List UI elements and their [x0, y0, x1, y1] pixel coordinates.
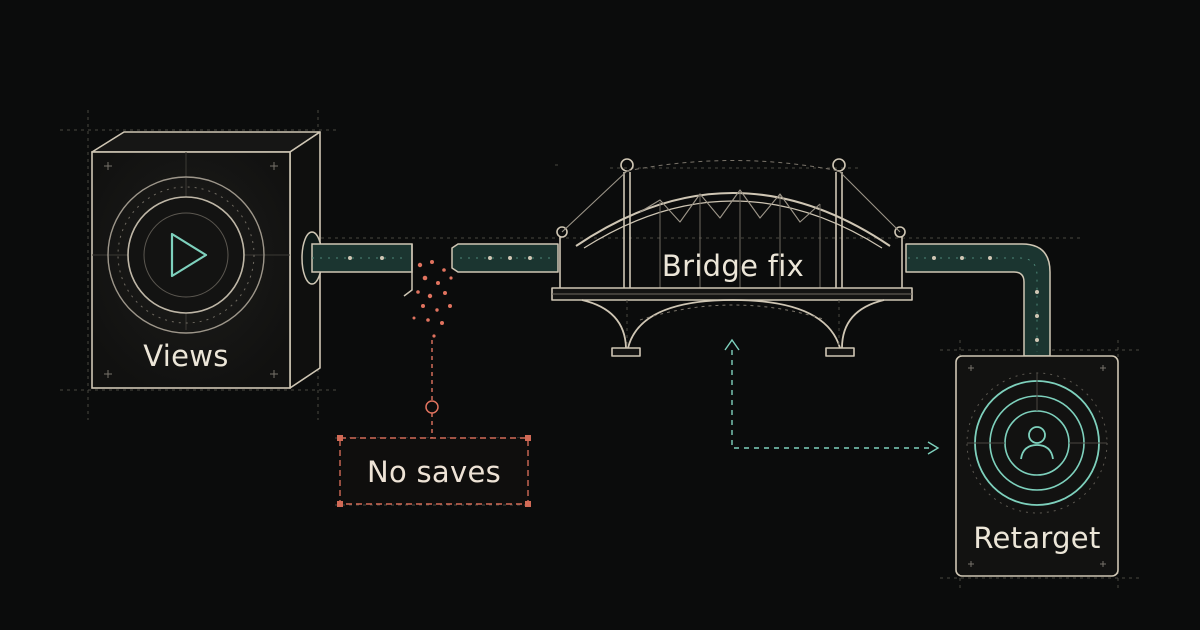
no-saves-label: No saves	[367, 455, 501, 489]
views-label: Views	[143, 339, 228, 373]
play-icon	[170, 232, 208, 278]
pipe-segment-2	[451, 243, 559, 273]
user-target-icon	[966, 372, 1108, 514]
no-saves-callout: No saves	[337, 340, 531, 507]
pipe-segment-3	[905, 243, 1051, 357]
leak-particles-icon	[412, 260, 453, 338]
bridge-fix-label: Bridge fix	[662, 249, 804, 283]
retarget-label: Retarget	[973, 521, 1100, 555]
feedback-arrow	[724, 338, 940, 455]
retarget-box: Retarget	[955, 355, 1119, 577]
views-box: Views	[91, 131, 321, 389]
pipe-segment-1	[301, 231, 413, 297]
bridge-icon	[551, 158, 913, 357]
